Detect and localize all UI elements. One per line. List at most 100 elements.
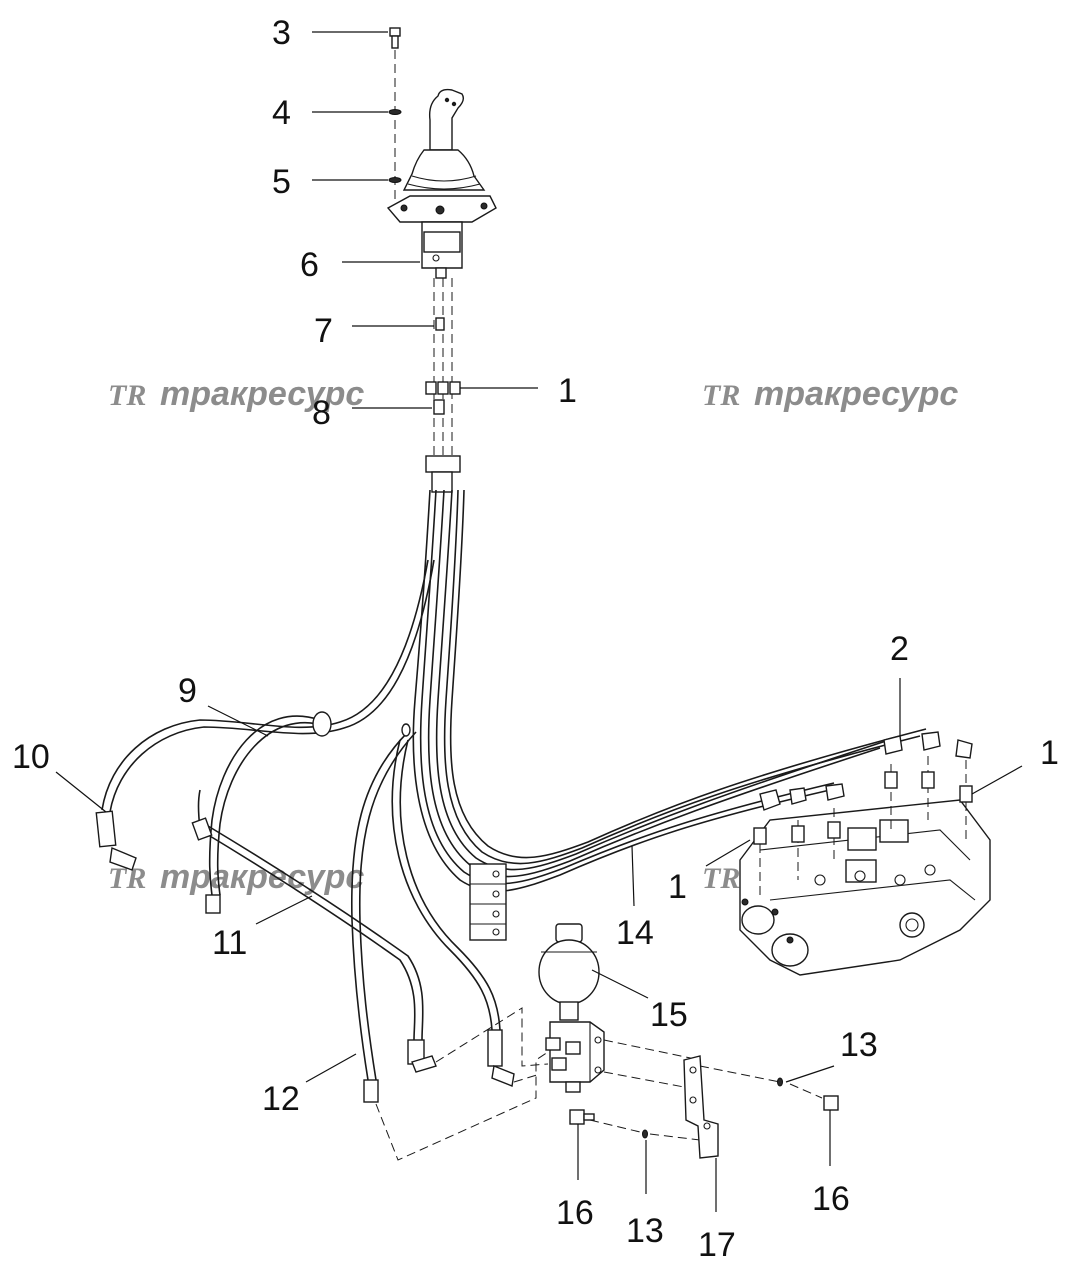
watermark-3: TR тракресурс <box>108 858 364 896</box>
hose-clamp <box>401 723 411 737</box>
callout-labels: 3 4 5 6 7 1 8 2 1 9 10 1 14 11 15 13 12 … <box>12 14 1059 1264</box>
clamp-hole <box>492 890 500 898</box>
callout-11: 11 <box>212 924 247 962</box>
valve-bank-body <box>739 799 991 976</box>
plate-bolt <box>435 205 445 215</box>
hose-elbow <box>411 1055 437 1073</box>
callout-17: 17 <box>698 1226 736 1264</box>
block-fitting <box>565 1041 581 1055</box>
bracket-hole <box>703 1122 711 1130</box>
hose-to-block <box>399 739 501 1031</box>
hose-11b <box>207 825 424 1041</box>
mounting-axis <box>649 1133 701 1141</box>
callout-2: 2 <box>890 630 909 668</box>
bracket-hole <box>689 1096 697 1104</box>
watermark-logo: TR <box>108 379 146 412</box>
mounting-axis <box>603 1039 701 1061</box>
valve-bolt <box>741 898 749 906</box>
washer <box>777 1077 783 1087</box>
watermark-text: тракресурс <box>754 375 958 413</box>
clamp-hole <box>492 870 500 878</box>
leader-1c <box>705 839 751 867</box>
clamp-hole <box>492 928 500 936</box>
adapter-fitting <box>449 381 461 395</box>
hose-end-fitting <box>487 1029 503 1067</box>
valve-plug <box>894 874 906 886</box>
hose-end-fitting <box>95 810 117 848</box>
valve-port <box>432 254 440 262</box>
valve-band <box>423 231 461 253</box>
hose-clamp <box>312 711 332 737</box>
handle-button <box>451 101 457 107</box>
leader-14 <box>631 845 635 907</box>
valve-edge <box>769 879 976 901</box>
callout-1: 1 <box>1040 734 1059 772</box>
hose-11 <box>216 721 327 896</box>
leader-11 <box>255 895 313 925</box>
hose <box>435 489 887 871</box>
valve-spigot <box>435 267 447 279</box>
hose-to-block <box>391 739 493 1031</box>
watermark-2: TR тракресурс <box>702 375 958 413</box>
callout-9: 9 <box>178 672 197 710</box>
callout-16: 16 <box>812 1180 850 1218</box>
valve-plug <box>814 874 826 886</box>
washer <box>388 109 402 115</box>
valve-spool-end <box>771 933 809 967</box>
callout-1: 1 <box>668 868 687 906</box>
small-fitting <box>435 317 445 331</box>
routing-dash <box>513 1073 541 1083</box>
hose-elbow <box>825 783 845 801</box>
routing-dash <box>375 1051 549 1161</box>
hose-11b <box>199 829 416 1041</box>
routing-lines <box>375 1007 549 1161</box>
block-fitting <box>551 1057 567 1071</box>
callout-3: 3 <box>272 14 291 52</box>
block-hole <box>594 1036 602 1044</box>
joystick-boot <box>402 149 486 191</box>
valve-flange <box>879 819 909 843</box>
hose-end-fitting <box>205 894 221 914</box>
plate-bolt <box>480 202 488 210</box>
hose <box>443 489 921 865</box>
callout-7: 7 <box>314 312 333 350</box>
block-stub <box>565 1081 581 1093</box>
valve-edge <box>759 829 971 861</box>
watermark-1: TR тракресурс <box>108 375 364 413</box>
hose-9 <box>101 559 429 811</box>
valve-port <box>899 912 925 938</box>
mounting-axis <box>589 1119 641 1133</box>
hose-clamp-block <box>469 863 507 941</box>
adapter-fitting <box>827 821 841 839</box>
block-fitting <box>545 1037 561 1051</box>
callout-8: 8 <box>312 394 331 432</box>
block-hole <box>594 1066 602 1074</box>
adapter-fitting <box>437 381 449 395</box>
accumulator-sphere <box>538 939 600 1005</box>
mounting-axis <box>699 1065 781 1083</box>
clamp-hole <box>492 910 500 918</box>
hose <box>449 489 927 859</box>
watermark-text: тракресурс <box>160 375 364 413</box>
boot-fold <box>411 175 477 182</box>
watermark-text: тракресурс <box>160 858 364 896</box>
routing-dash <box>435 1007 549 1067</box>
hose-12 <box>358 731 417 1081</box>
adapter-fitting <box>753 827 767 845</box>
control-valve-bank <box>739 731 991 976</box>
valve-spool-end <box>741 905 775 935</box>
handle-button <box>444 97 450 103</box>
hose-elbow <box>109 847 137 871</box>
hose-12 <box>350 731 409 1081</box>
hose-end-fitting <box>363 1079 379 1103</box>
leader-10 <box>55 771 107 813</box>
watermark-logo: TR <box>702 379 740 412</box>
hose-crimp <box>431 471 453 493</box>
mounting-bracket <box>683 1055 719 1159</box>
leader-13a <box>785 1065 835 1083</box>
screw-shank <box>391 35 399 49</box>
hose-9 <box>109 559 435 813</box>
union-fitting <box>433 399 445 415</box>
accumulator-assembly <box>538 923 839 1159</box>
